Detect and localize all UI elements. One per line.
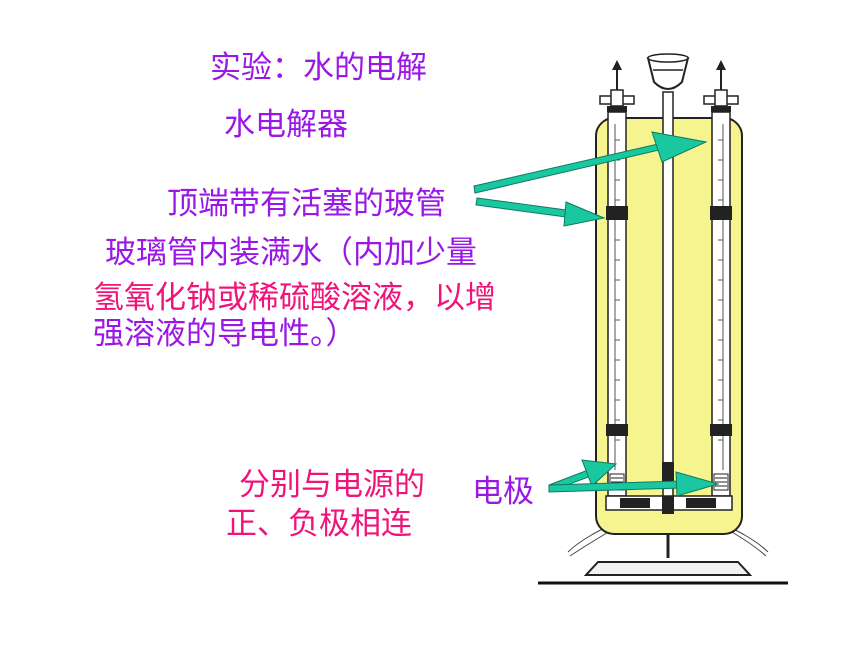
apparatus-name-label: 水电解器: [224, 107, 348, 143]
annotation-arrows: [473, 131, 720, 497]
water-note-line1: 玻璃管内装满水（内加少量: [105, 235, 477, 271]
stopcock-tube-label: 顶端带有活塞的玻管: [167, 186, 446, 222]
arrow-to-right-tube-top: [473, 131, 708, 194]
power-connection-line1: 分别与电源的: [239, 467, 425, 503]
water-note-line2: 氢氧化钠或稀硫酸溶液，以增: [93, 280, 496, 316]
apparatus-stand: [538, 520, 788, 585]
slide-title: 实验：水的电解: [210, 50, 427, 86]
arrow-to-left-tube: [475, 197, 606, 227]
water-note-line3: 强溶液的导电性。）: [93, 316, 357, 352]
electrode-label: 电极: [472, 474, 534, 510]
bottom-connector-tube: [605, 495, 733, 514]
right-gas-tube: [703, 60, 739, 497]
left-gas-tube: [599, 60, 635, 497]
reservoir-tube: [646, 53, 690, 505]
power-connection-line2: 正、负极相连: [226, 506, 412, 542]
right-electrode: [713, 473, 729, 491]
arrow-to-right-electrode: [548, 471, 720, 497]
